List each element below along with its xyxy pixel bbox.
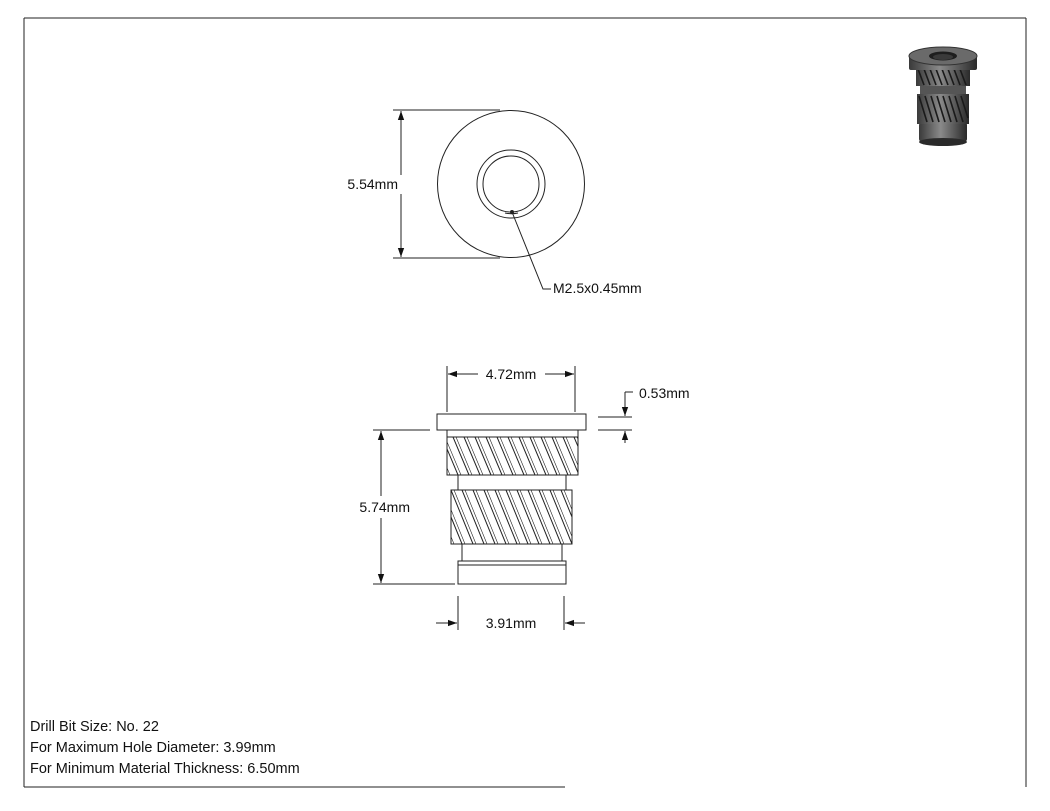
top-view xyxy=(437,110,585,258)
dim-pilot-diameter-label: 3.91mm xyxy=(486,615,537,631)
dim-body-length-label: 5.74mm xyxy=(359,499,410,515)
bottom-knurl-lines xyxy=(451,490,572,544)
bottom-knurl-band xyxy=(450,489,573,545)
thread-callout-label: M2.5x0.45mm xyxy=(553,280,642,296)
thread-leader xyxy=(510,210,551,290)
flange-neck xyxy=(446,429,579,438)
dim-flange-thickness-label: 0.53mm xyxy=(639,385,690,401)
dim-top-diameter-label: 5.54mm xyxy=(347,176,398,192)
threaded-insert-3d-icon xyxy=(908,46,978,146)
pilot-rect xyxy=(457,560,567,585)
note-max-hole: For Maximum Hole Diameter: 3.99mm xyxy=(30,740,276,756)
note-drill-bit: Drill Bit Size: No. 22 xyxy=(30,719,159,735)
center-groove xyxy=(457,474,567,491)
dim-flange-diameter-label: 4.72mm xyxy=(486,366,537,382)
dim-body-length xyxy=(373,429,455,585)
lower-shank xyxy=(461,543,563,562)
top-knurl-band xyxy=(446,436,579,476)
note-min-thickness: For Minimum Material Thickness: 6.50mm xyxy=(30,761,300,777)
top-knurl-lines xyxy=(447,437,578,475)
sheet-border xyxy=(23,17,1027,788)
drawing-notes: Drill Bit Size: No. 22 For Maximum Hole … xyxy=(30,717,300,780)
flange-outline-circle xyxy=(437,110,585,258)
dim-pilot-diameter xyxy=(436,596,585,630)
dim-flange-thickness xyxy=(598,391,633,443)
side-view xyxy=(436,413,587,585)
dim-top-diameter xyxy=(393,109,500,259)
bore-inner-circle xyxy=(482,155,540,213)
bore-outer-circle xyxy=(476,149,546,219)
flange-rect xyxy=(436,413,587,431)
dim-flange-diameter xyxy=(446,366,576,412)
